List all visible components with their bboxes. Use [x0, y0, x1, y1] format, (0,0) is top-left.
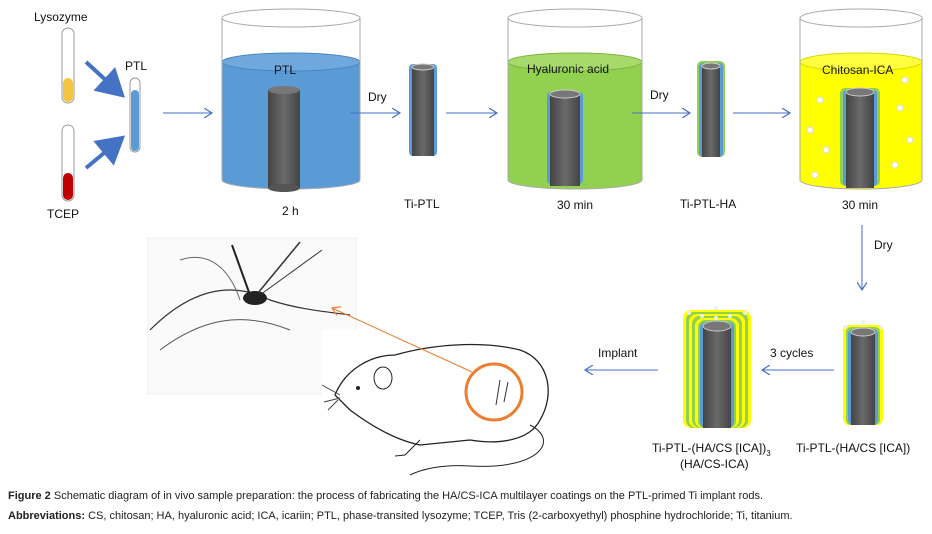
- lysozyme-label: Lysozyme: [34, 10, 88, 24]
- rod-label: (HA/CS-ICA): [680, 457, 749, 471]
- rat-sketch-image: [321, 330, 560, 478]
- rod-ti-ptl-ha: Ti-PTL-HA: [680, 61, 736, 211]
- beaker-time: 30 min: [842, 198, 878, 212]
- lysozyme-tube: Lysozyme: [34, 10, 88, 104]
- implant-site-highlight: [464, 362, 524, 422]
- dry-label: Dry: [650, 88, 669, 102]
- tcep-tube: TCEP: [47, 124, 79, 221]
- beaker-ptl: PTL 2 h: [221, 8, 361, 218]
- figure-caption: Figure 2 Schematic diagram of in vivo sa…: [8, 490, 763, 502]
- mix-arrow: [84, 60, 125, 98]
- rod-single-layer: Ti-PTL-(HA/CS [ICA]): [796, 320, 910, 455]
- rod-ti-ptl: Ti-PTL: [404, 63, 440, 211]
- beaker-ha: Hyaluronic acid 30 min: [507, 8, 643, 212]
- rod-label: Ti-PTL: [404, 197, 440, 211]
- ptl-label: PTL: [125, 59, 147, 73]
- abbreviations-label: Abbreviations:: [8, 510, 86, 522]
- beaker-label: Chitosan-ICA: [822, 63, 893, 77]
- beaker-chitosan-ica: Chitosan-ICA 30 min: [799, 8, 923, 212]
- dry-label: Dry: [368, 90, 387, 104]
- implant-label: Implant: [598, 346, 638, 360]
- dry-label: Dry: [874, 238, 893, 252]
- tcep-label: TCEP: [47, 207, 79, 221]
- rod-label: Ti-PTL-HA: [680, 197, 736, 211]
- beaker-label: PTL: [274, 63, 296, 77]
- beaker-time: 30 min: [557, 198, 593, 212]
- ptl-tube: PTL: [125, 59, 147, 153]
- abbreviations: Abbreviations: CS, chitosan; HA, hyaluro…: [8, 510, 793, 522]
- rod-label: Ti-PTL-(HA/CS [ICA]): [796, 441, 910, 455]
- cycles-label: 3 cycles: [770, 346, 813, 360]
- beaker-label: Hyaluronic acid: [527, 62, 609, 76]
- mix-arrow: [84, 135, 126, 170]
- zoom-arrow: [332, 308, 473, 373]
- rod-label: Ti-PTL-(HA/CS [ICA])3: [652, 441, 771, 458]
- ica-particles: [806, 76, 914, 179]
- figure-label: Figure 2: [8, 490, 51, 502]
- surgery-sketch-image: [147, 237, 357, 395]
- abbreviations-text: CS, chitosan; HA, hyaluronic acid; ICA, …: [88, 510, 793, 522]
- rod-multilayer: Ti-PTL-(HA/CS [ICA])3 (HA/CS-ICA): [652, 306, 771, 471]
- beaker-time: 2 h: [282, 204, 299, 218]
- figure-text: Schematic diagram of in vivo sample prep…: [53, 490, 764, 502]
